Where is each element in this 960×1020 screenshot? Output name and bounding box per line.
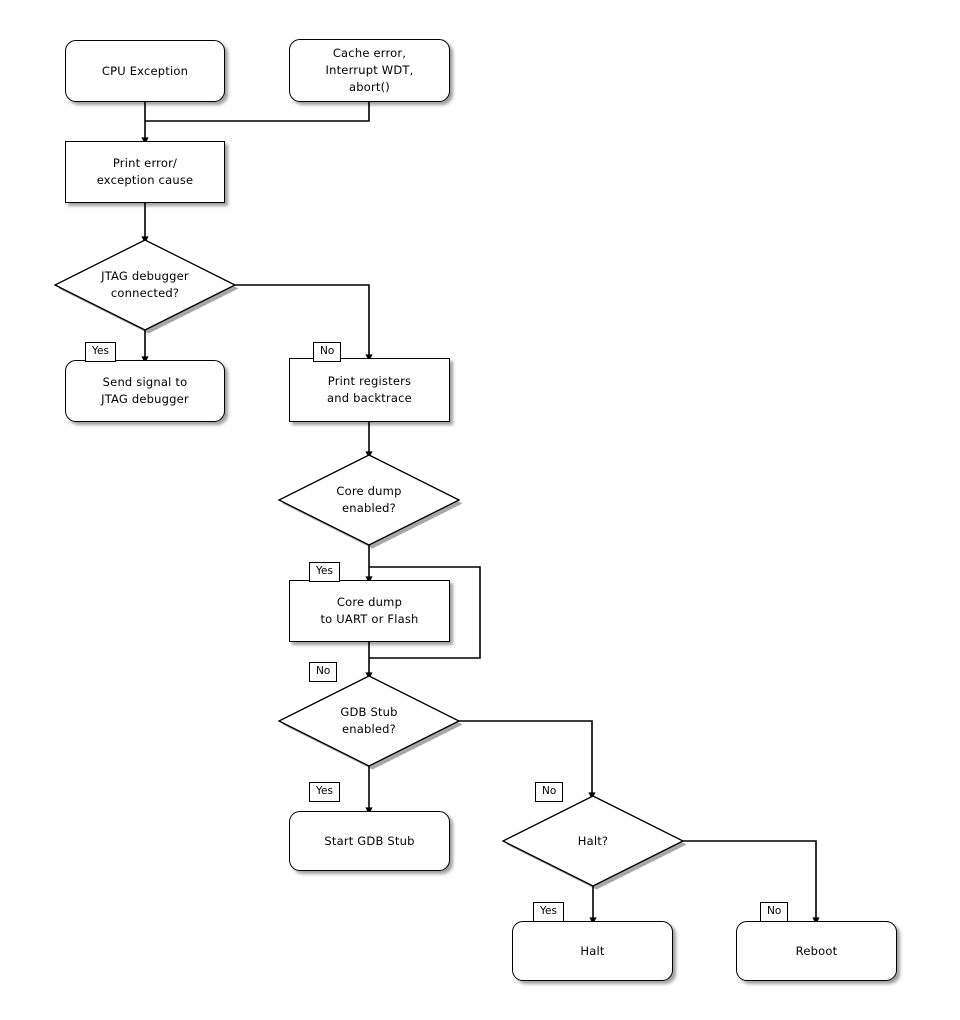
node-gdb-stub-enabled[interactable] [277, 675, 461, 767]
node-halt-decision[interactable] [501, 795, 685, 887]
node-text-print-error: Print error/exception cause [96, 156, 194, 187]
node-text-start-gdb-stub: Start GDB Stub [324, 833, 415, 848]
node-start-gdb-stub[interactable]: Start GDB Stub [289, 811, 450, 871]
edge-label-coredump-yes: Yes [309, 562, 340, 582]
edge-label-gdbstub-no: No [535, 782, 564, 802]
edge-label-jtag-no: No [313, 342, 342, 362]
node-text-halt-decision: Halt? [577, 833, 609, 848]
node-text-cpu-exception: CPU Exception [101, 63, 189, 78]
connector-jtag-no-branch [235, 284, 373, 362]
edge-label-coredump-no: No [309, 662, 338, 682]
connector-cache-to-merge [145, 102, 370, 122]
node-text-reboot-action: Reboot [795, 943, 838, 958]
node-text-halt-action: Halt [580, 943, 605, 958]
edge-label-jtag-yes: Yes [85, 342, 116, 362]
connector-gdbstub-no-branch [459, 720, 596, 800]
edge-label-halt-yes: Yes [533, 902, 564, 922]
node-jtag-connected[interactable] [53, 239, 237, 331]
connector-halt-no-branch [683, 840, 820, 925]
diamond-shape-group [53, 239, 687, 890]
node-label-wrap-halt-decision: Halt? [503, 796, 683, 886]
node-print-error[interactable]: Print error/exception cause [65, 141, 225, 203]
node-core-dump-enabled[interactable] [277, 454, 461, 546]
edge-label-gdbstub-yes: Yes [309, 782, 340, 802]
node-reboot-action[interactable]: Reboot [736, 921, 897, 981]
connector-group [141, 102, 820, 925]
node-halt-action[interactable]: Halt [512, 921, 673, 981]
node-text-cache-error: Cache error,Interrupt WDT,abort() [325, 46, 414, 94]
node-cpu-exception[interactable]: CPU Exception [65, 40, 225, 102]
edge-label-halt-no: No [760, 902, 789, 922]
connector-coredump-no-branch [369, 566, 481, 659]
node-cache-error[interactable]: Cache error,Interrupt WDT,abort() [289, 39, 450, 102]
